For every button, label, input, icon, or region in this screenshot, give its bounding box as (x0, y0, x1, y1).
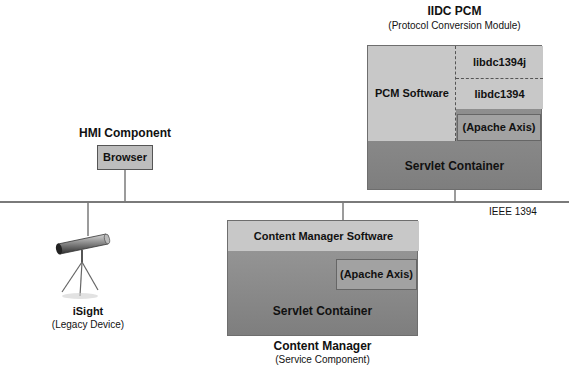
box-label: Browser (97, 151, 153, 164)
box-label: Content Manager (207, 340, 438, 354)
bus-drop (454, 190, 456, 202)
box-label: (Apache Axis) (336, 268, 417, 281)
bus-drop (87, 202, 89, 236)
box-label: libdc1394 (456, 88, 543, 101)
device-label: iSight (40, 305, 136, 318)
box-label: (Service Component) (207, 354, 438, 366)
software-box: PCM Software (368, 46, 456, 141)
axis-box: (Apache Axis) (336, 259, 417, 290)
bus-drop (342, 202, 344, 220)
box-label: libdc1394j (456, 56, 543, 69)
bus-line (0, 201, 569, 203)
box-label: PCM Software (368, 87, 456, 100)
library-box: libdc1394 (456, 79, 543, 109)
software-box: Content Manager Software (228, 221, 419, 251)
box-label: Servlet Container (227, 305, 418, 319)
box-label: (Apache Axis) (457, 121, 541, 134)
device-label: (Legacy Device) (30, 319, 146, 331)
component-heading: IIDC PCM (342, 5, 567, 19)
library-box: libdc1394j (456, 46, 543, 79)
box-label: Content Manager Software (228, 230, 419, 243)
box-label: Servlet Container (367, 160, 542, 174)
bus-label: IEEE 1394 (478, 206, 548, 218)
container-box: PCM Software libdc1394j libdc1394 (Apache A… (367, 45, 542, 190)
component-heading: HMI Component (57, 127, 193, 141)
container-box: Content Manager Software (Apache Axis) Ser… (227, 220, 418, 336)
browser-box: HMI ComponentBrowser (97, 145, 153, 170)
camera-illustration (55, 234, 111, 299)
bus-drop (124, 170, 126, 202)
box-label: (Protocol Conversion Module) (342, 20, 567, 32)
axis-box: (Apache Axis) (457, 114, 541, 141)
